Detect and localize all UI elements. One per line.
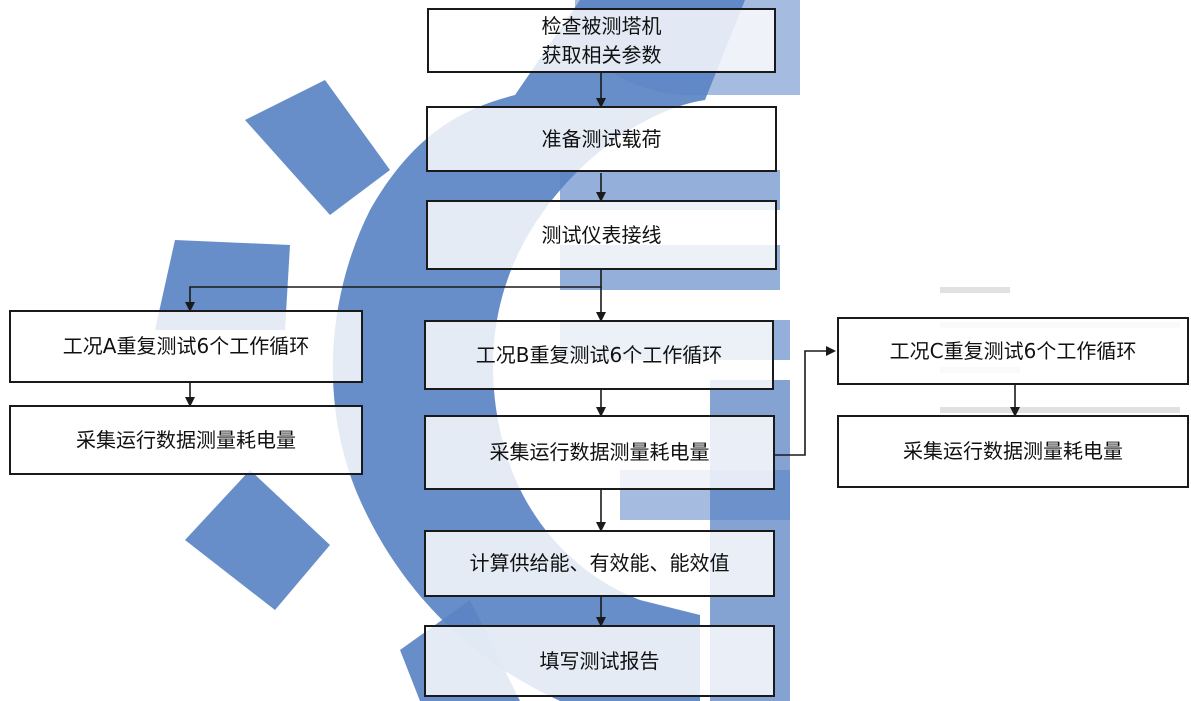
node-condition-b: 工况B重复测试6个工作循环	[424, 320, 774, 390]
node-instrument-wiring-label: 测试仪表接线	[541, 222, 662, 247]
node-collect-c-label: 采集运行数据测量耗电量	[903, 439, 1123, 463]
node-condition-a-label: 工况A重复测试6个工作循环	[62, 334, 310, 358]
node-instrument-wiring: 测试仪表接线	[426, 200, 777, 270]
node-collect-c: 采集运行数据测量耗电量	[837, 415, 1189, 488]
node-condition-c: 工况C重复测试6个工作循环	[837, 317, 1189, 385]
node-condition-c-label: 工况C重复测试6个工作循环	[889, 338, 1137, 363]
node-collect-b: 采集运行数据测量耗电量	[424, 415, 775, 490]
node-fill-report-label: 填写测试报告	[539, 648, 660, 673]
node-collect-b-label: 采集运行数据测量耗电量	[489, 440, 710, 464]
node-calculate-efficiency: 计算供给能、有效能、能效值	[424, 530, 775, 597]
node-prepare-load-label: 准备测试载荷	[541, 126, 662, 151]
node-inspect-crane-label: 检查被测塔机 获取相关参数	[541, 13, 662, 67]
node-calculate-efficiency-label: 计算供给能、有效能、能效值	[469, 551, 730, 575]
node-collect-a: 采集运行数据测量耗电量	[9, 405, 363, 475]
node-collect-a-label: 采集运行数据测量耗电量	[76, 427, 296, 452]
node-fill-report: 填写测试报告	[424, 625, 775, 697]
node-condition-b-label: 工况B重复测试6个工作循环	[475, 342, 723, 367]
node-prepare-load: 准备测试载荷	[426, 106, 777, 172]
node-condition-a: 工况A重复测试6个工作循环	[9, 310, 363, 383]
node-inspect-crane: 检查被测塔机 获取相关参数	[427, 8, 776, 73]
